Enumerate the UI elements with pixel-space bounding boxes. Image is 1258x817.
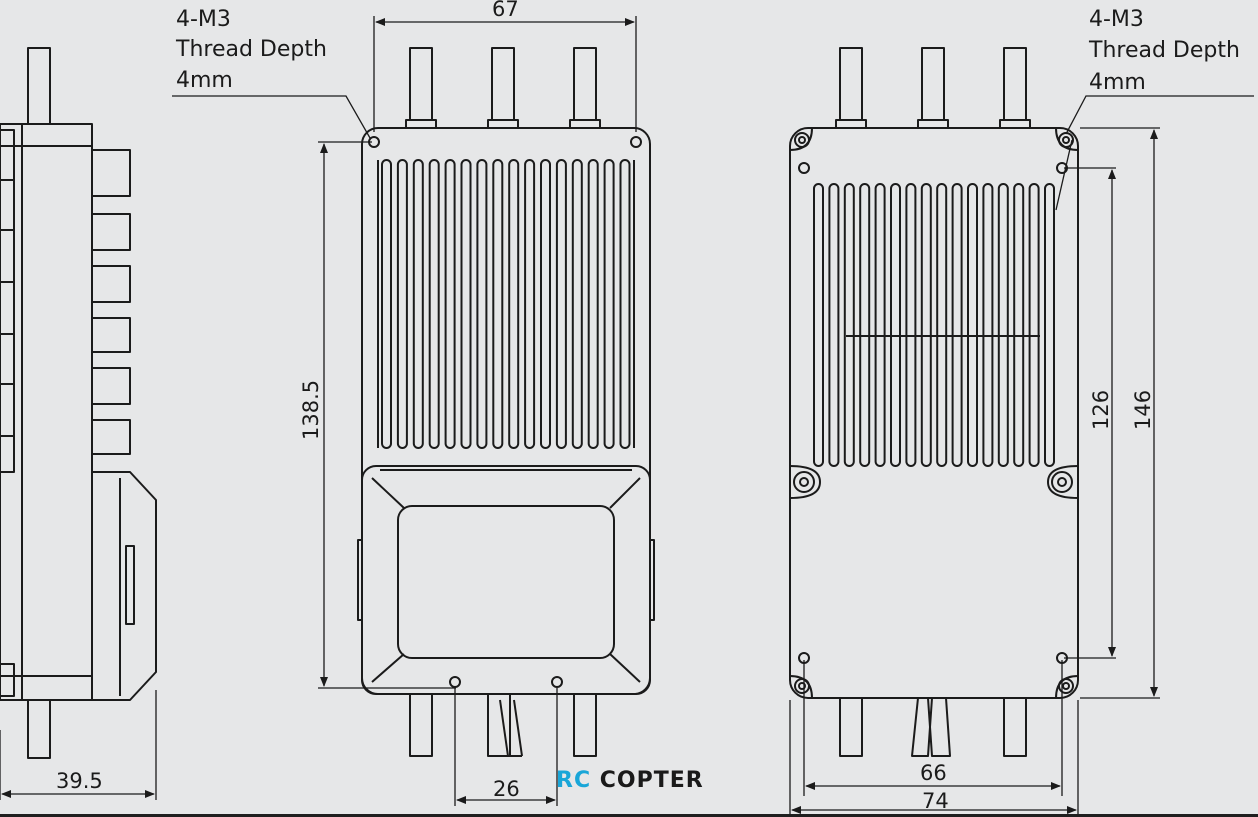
- heatsink-fin: [843, 183, 855, 467]
- heatsink-fin: [828, 183, 840, 467]
- heatsink-fin: [859, 183, 871, 467]
- heatsink-fin: [619, 159, 631, 449]
- heatsink-fin: [540, 159, 551, 449]
- callout-right-line2: Thread Depth: [1089, 38, 1240, 63]
- heatsink-fin: [396, 159, 408, 449]
- heatsink-fin: [874, 183, 886, 467]
- callout-left-line1: 4-M3: [176, 7, 231, 32]
- heatsink-fin: [492, 159, 504, 449]
- front-view: [357, 47, 655, 757]
- heatsink-fin: [967, 183, 978, 467]
- heatsink-fin: [890, 183, 901, 467]
- heatsink-fin: [1028, 183, 1040, 467]
- heatsink-fin: [476, 159, 488, 449]
- dimension-depth-side: 39.5: [56, 769, 103, 793]
- heatsink-fin: [587, 159, 599, 449]
- back-view: [789, 47, 1079, 757]
- heatsink-fin: [1013, 183, 1025, 467]
- heatsink-fin: [412, 159, 424, 449]
- dimension-width-back: 74: [922, 789, 949, 813]
- heatsink-fin: [524, 159, 536, 449]
- heatsink-fin: [428, 159, 440, 449]
- dimension-hole-height-back: 126: [1089, 389, 1113, 430]
- heatsink-fin: [444, 159, 456, 449]
- side-view: [0, 47, 157, 759]
- heatsink-fin: [905, 183, 917, 467]
- heatsink-fin: [813, 183, 824, 467]
- heatsink-fin: [603, 159, 615, 449]
- bottom-border: [0, 814, 1258, 817]
- watermark-part2: COPTER: [599, 768, 704, 793]
- dimension-hole-width-back: 66: [920, 761, 947, 785]
- dimension-width-top: 67: [492, 0, 519, 21]
- heatsink-fin: [920, 183, 932, 467]
- heatsink-fin: [982, 183, 994, 467]
- heatsink-fin: [460, 159, 472, 449]
- watermark-part1: RC: [556, 768, 592, 793]
- heatsink-fin: [1044, 183, 1055, 467]
- callout-right-line3: 4mm: [1089, 70, 1146, 95]
- heatsink-fin: [951, 183, 963, 467]
- heatsink-fin: [381, 159, 392, 449]
- dimension-height-back: 146: [1131, 389, 1155, 430]
- rc-copter-watermark: RC COPTER: [556, 768, 704, 793]
- heatsink-fin: [936, 183, 948, 467]
- heatsink-fin: [571, 159, 583, 449]
- heatsink-fin: [997, 183, 1009, 467]
- dimension-height-front: 138.5: [299, 379, 323, 440]
- callout-left-line3: 4mm: [176, 68, 233, 93]
- heatsink-fin: [508, 159, 520, 449]
- dimension-hole-spacing-bottom: 26: [493, 777, 520, 801]
- callout-right-line1: 4-M3: [1089, 7, 1144, 32]
- heatsink-fin: [555, 159, 567, 449]
- callout-left-line2: Thread Depth: [176, 37, 327, 62]
